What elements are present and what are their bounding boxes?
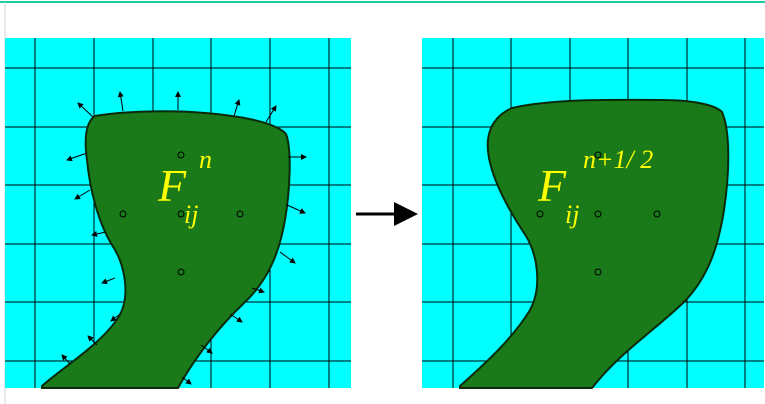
normal-arrow — [251, 287, 265, 294]
right-fluid-region — [459, 98, 730, 389]
cell-center-circle — [594, 151, 602, 159]
normal-arrow — [101, 277, 116, 285]
normal-arrow — [200, 344, 213, 354]
normal-arrow — [66, 152, 88, 162]
cell-center-circle — [594, 268, 602, 276]
normal-arrow — [233, 99, 241, 117]
right-label-superscript: n+1/ 2 — [583, 145, 653, 174]
right-label-F: F — [537, 160, 567, 211]
normal-arrow — [117, 91, 124, 112]
cell-center-circle — [653, 210, 661, 218]
left-cell-centers — [119, 151, 244, 276]
normal-arrow — [229, 313, 243, 323]
cell-center-circle — [236, 210, 244, 218]
left-label-superscript: n — [199, 145, 212, 174]
cell-center-circle — [177, 268, 185, 276]
normal-arrow — [279, 251, 296, 264]
cell-center-circle — [119, 210, 127, 218]
cell-center-circle — [536, 210, 544, 218]
left-fluid-region — [41, 110, 291, 389]
left-panel: F ij n — [5, 38, 351, 389]
right-panel: F ij n+1/ 2 — [422, 38, 764, 389]
normal-arrow — [91, 231, 107, 237]
cell-center-circle — [177, 151, 185, 159]
normal-arrow — [87, 335, 98, 346]
normal-arrow — [181, 376, 192, 385]
left-label-F: F — [157, 160, 187, 211]
cell-center-circle — [177, 210, 185, 218]
normal-arrow — [110, 313, 121, 322]
left-normal-arrows — [61, 91, 307, 385]
normal-arrow — [61, 354, 71, 365]
normal-arrow — [265, 105, 277, 123]
left-label-subscript: ij — [184, 200, 198, 229]
right-cell-centers — [536, 151, 661, 276]
right-label-subscript: ij — [565, 200, 579, 229]
normal-arrow — [286, 204, 306, 214]
normal-arrow — [77, 102, 94, 118]
normal-arrow — [74, 189, 91, 200]
cell-center-circle — [594, 210, 602, 218]
